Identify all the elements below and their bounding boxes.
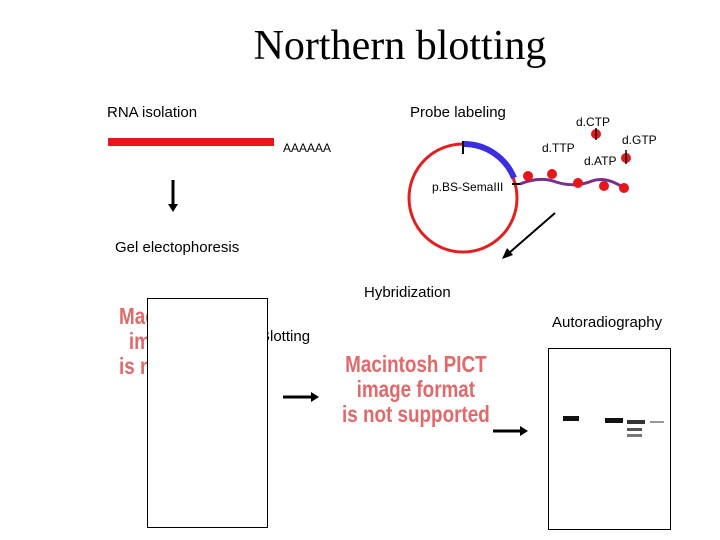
right-arrow-2-head — [520, 426, 528, 436]
unsupported-text: is not supported — [342, 401, 490, 427]
diagonal-arrow-head — [502, 248, 513, 259]
nucleotide-dot — [547, 169, 557, 179]
film-band — [627, 420, 645, 424]
unsupported-image-center: Macintosh PICT image format is not suppo… — [342, 352, 490, 427]
nucleotide-dot — [573, 178, 583, 188]
step-hybridization: Hybridization — [364, 284, 451, 301]
plasmid-label: p.BS-SemaIII — [432, 180, 504, 194]
unsupported-image-left: Mac im is n — [119, 304, 149, 388]
unsupported-text: im — [128, 328, 149, 354]
plasmid-insert — [462, 140, 517, 180]
film-band — [627, 434, 642, 437]
film-band — [563, 416, 579, 421]
film-band — [605, 418, 623, 423]
film-box — [548, 348, 671, 530]
right-arrow-1-head — [311, 392, 319, 402]
nucleotide-dot — [599, 181, 609, 191]
step-probe-labeling: Probe labeling — [410, 104, 506, 121]
step-rna-isolation: RNA isolation — [107, 104, 198, 121]
down-arrow-head — [168, 204, 178, 212]
page-title: Northern blotting — [253, 23, 547, 69]
step-blotting: Blotting — [260, 328, 311, 345]
film-band — [627, 428, 642, 431]
dctp-label: d.CTP — [576, 115, 611, 129]
polya-tail-label: AAAAAA — [283, 141, 332, 155]
unsupported-text: Macintosh PICT — [345, 351, 487, 377]
step-gel-electrophoresis: Gel electophoresis — [115, 239, 240, 256]
nucleotide-dot — [523, 171, 533, 181]
nucleotide-dot — [619, 183, 629, 193]
dgtp-label: d.GTP — [622, 133, 657, 147]
rna-strand — [108, 138, 274, 146]
datp-label: d.ATP — [584, 154, 617, 168]
step-autoradiography: Autoradiography — [552, 314, 663, 331]
film-band — [650, 421, 664, 423]
gel-box — [147, 298, 268, 528]
unsupported-text: image format — [356, 376, 476, 402]
diagonal-arrow — [508, 212, 556, 254]
dttp-label: d.TTP — [542, 141, 575, 155]
unsupported-text: is n — [119, 353, 149, 379]
unsupported-text: Mac — [119, 304, 149, 329]
